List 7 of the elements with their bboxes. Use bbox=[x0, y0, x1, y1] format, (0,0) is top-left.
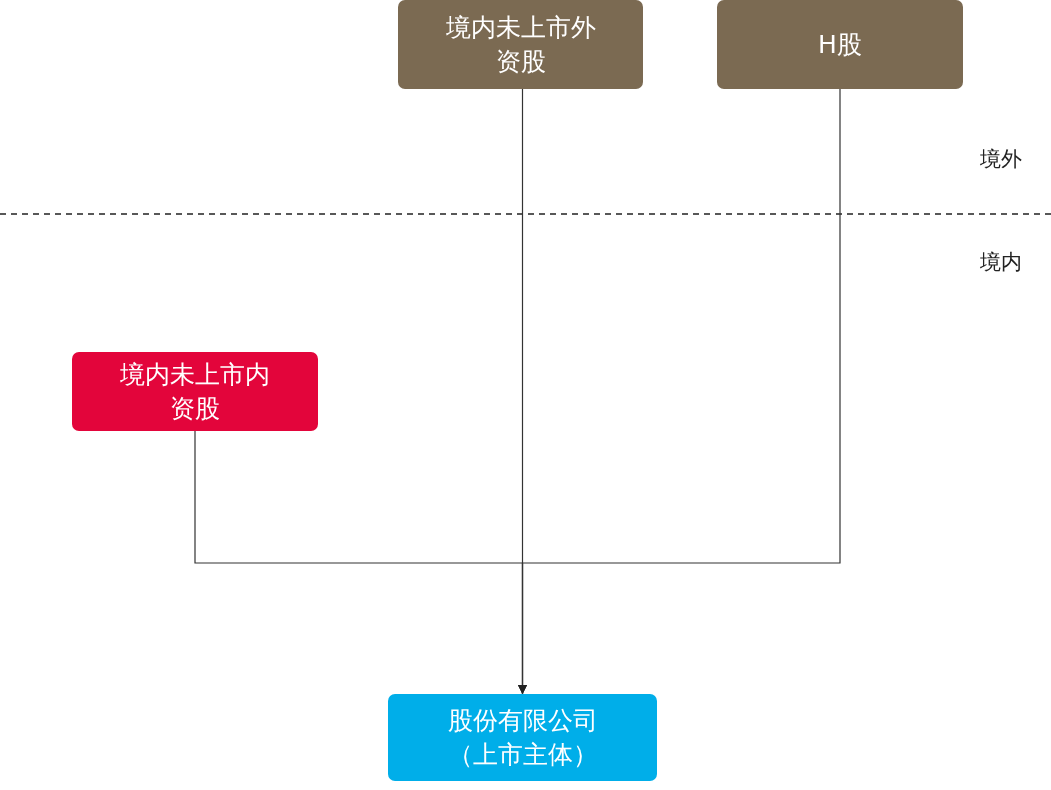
stock-category-box: H股 bbox=[717, 0, 963, 89]
region-label: 境内 bbox=[980, 249, 1022, 276]
connector-arrow bbox=[194, 430, 527, 695]
stock-category-box: 境内未上市内资股 bbox=[72, 352, 318, 431]
region-label: 境外 bbox=[980, 146, 1022, 173]
stock-category-box: 境内未上市外资股 bbox=[398, 0, 643, 89]
stock-category-box: 股份有限公司（上市主体） bbox=[388, 694, 657, 781]
